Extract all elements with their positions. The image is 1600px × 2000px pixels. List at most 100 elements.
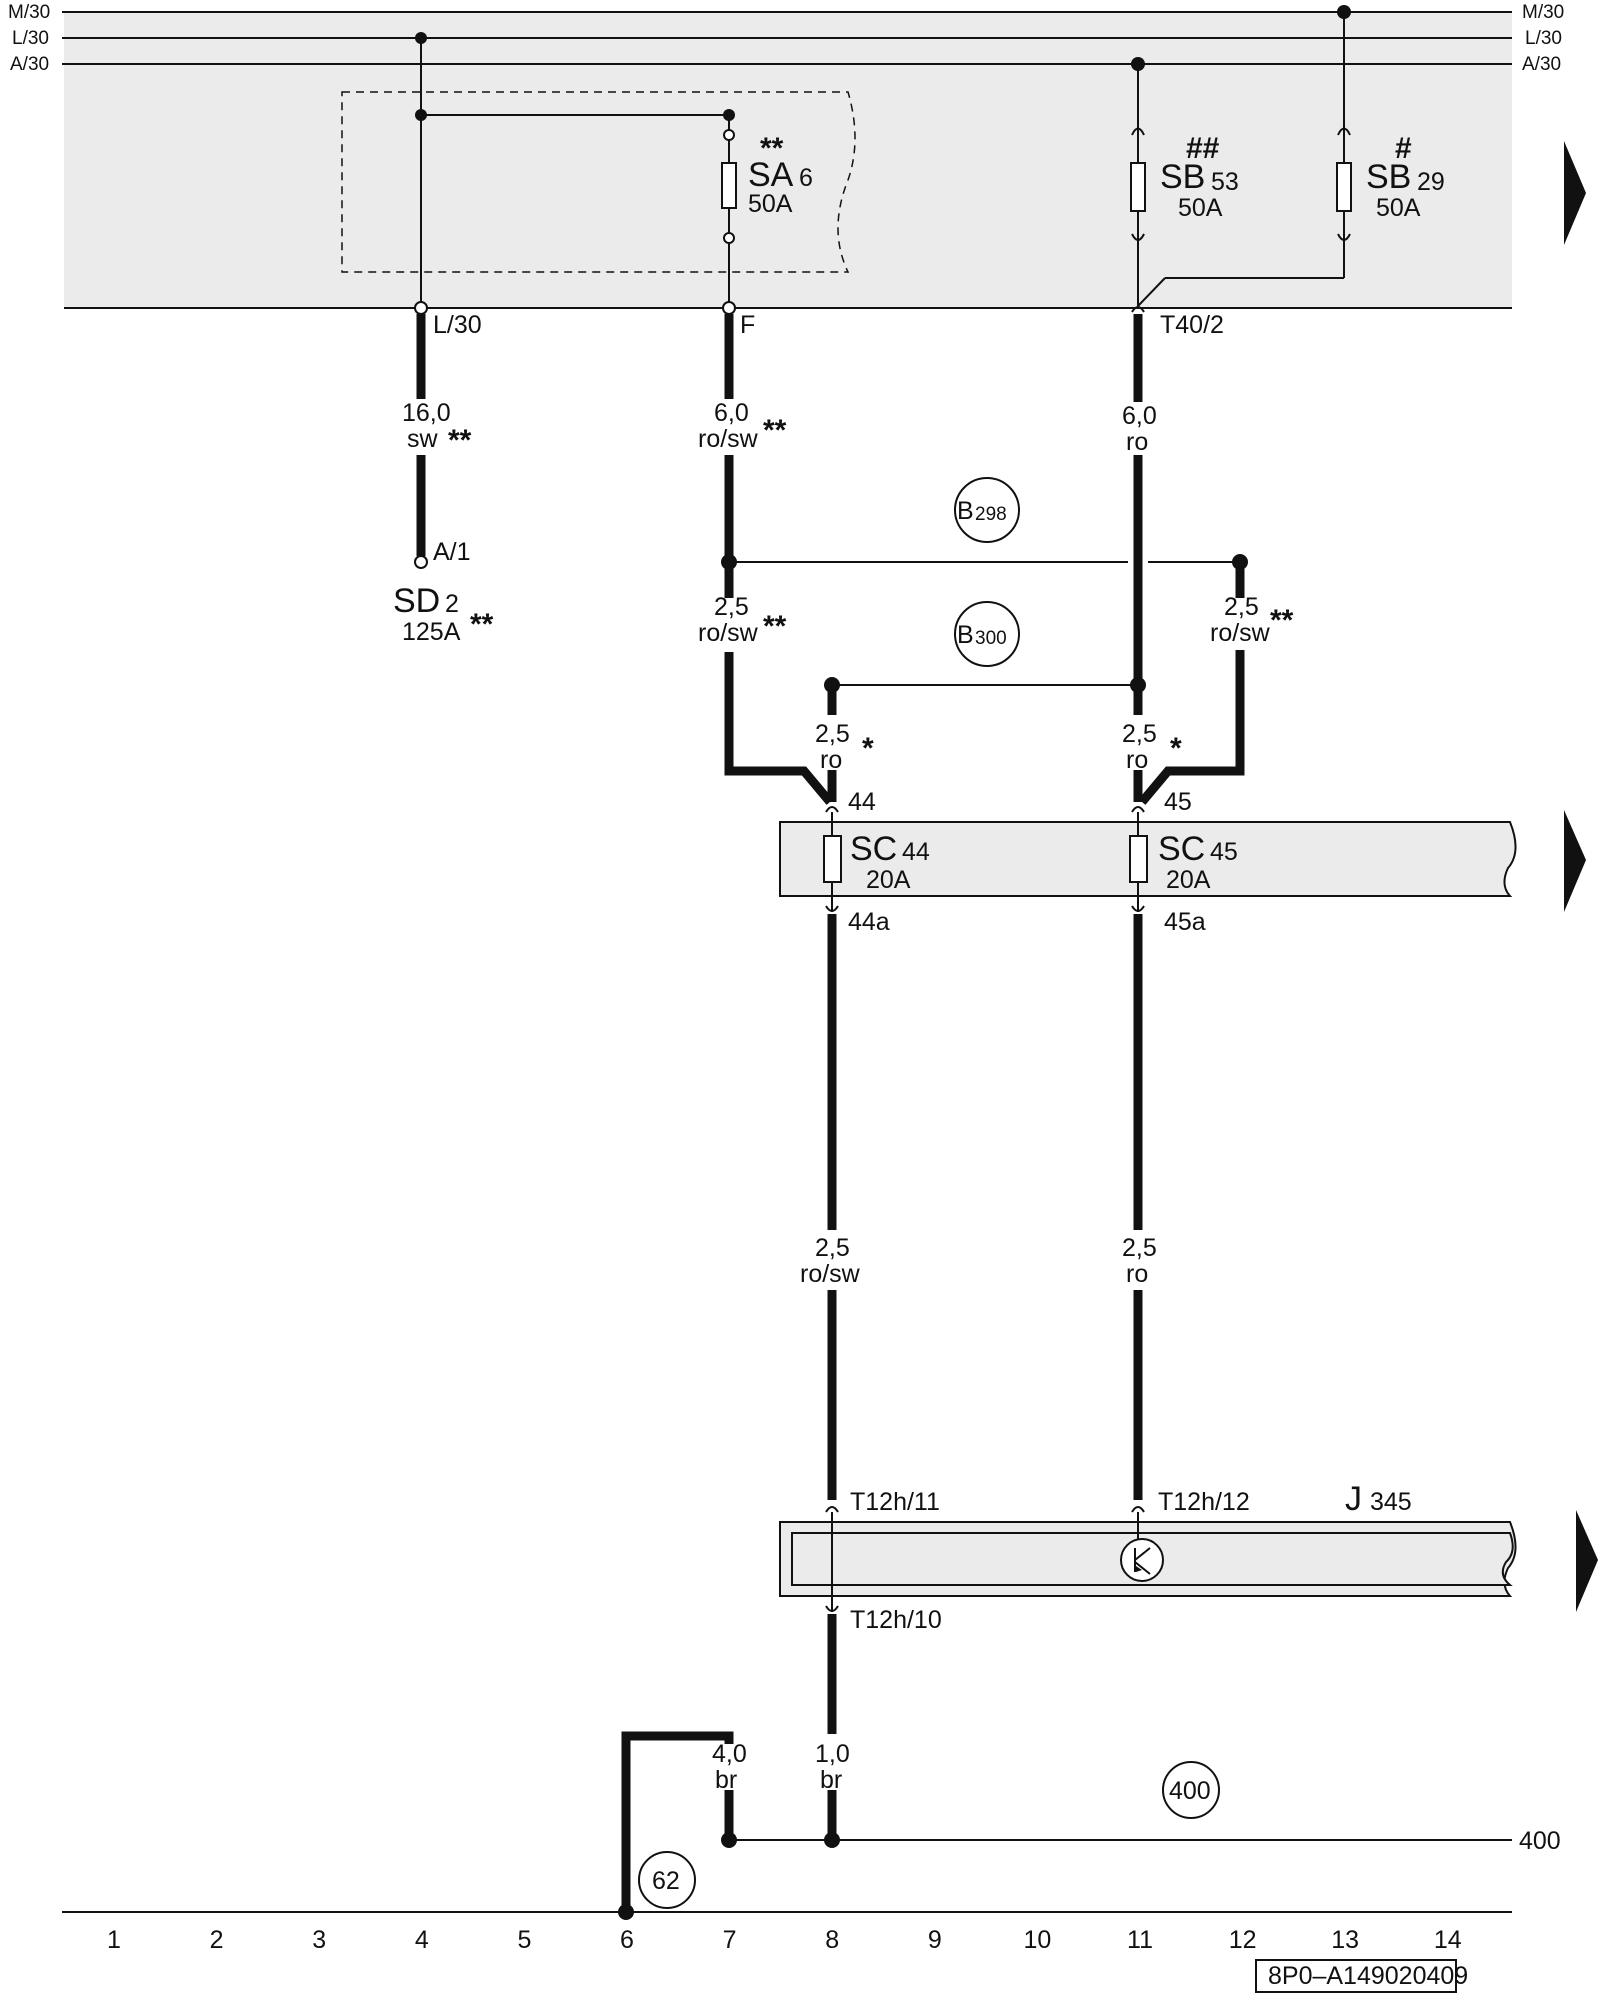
svg-text:2: 2 bbox=[445, 590, 459, 618]
doc-id-box bbox=[1255, 1959, 1457, 1993]
grid-number: 9 bbox=[928, 1926, 942, 1954]
grid-number: 1 bbox=[107, 1926, 121, 1954]
connection-b298: B 298 bbox=[954, 477, 1020, 543]
svg-text:B: B bbox=[957, 621, 974, 649]
pin-a1: A/1 bbox=[433, 538, 471, 566]
grid-number: 4 bbox=[415, 1926, 429, 1954]
svg-text:*: * bbox=[1170, 732, 1182, 765]
svg-text:SC: SC bbox=[850, 830, 897, 868]
junction-l30 bbox=[415, 32, 427, 44]
rail-label-l30-left: L/30 bbox=[12, 28, 49, 49]
sa-fuse-box-outline bbox=[341, 91, 856, 273]
transistor-icon bbox=[1120, 1538, 1164, 1582]
grid-number: 2 bbox=[210, 1926, 224, 1954]
grid-number: 11 bbox=[1127, 1926, 1153, 1954]
grid-number: 13 bbox=[1331, 1926, 1359, 1954]
svg-text:**: ** bbox=[448, 424, 472, 457]
pin-t12h-11: T12h/11 bbox=[850, 1488, 940, 1516]
fuse-sc44: SC 44 20A bbox=[823, 830, 930, 894]
fuse-sc45: SC 45 20A bbox=[1129, 830, 1238, 894]
grid-number: 5 bbox=[517, 1926, 531, 1954]
svg-text:44: 44 bbox=[902, 838, 930, 866]
connection-62: 62 bbox=[638, 1851, 696, 1909]
doc-id: 8P0–A149020409 bbox=[1268, 1962, 1468, 1990]
pin-45a: 45a bbox=[1164, 908, 1206, 936]
page-marker-bottom bbox=[1576, 1510, 1598, 1612]
component-j345: J 345 bbox=[779, 1480, 1517, 1612]
pin-t12h-12: T12h/12 bbox=[1158, 1488, 1250, 1516]
pin-44a: 44a bbox=[848, 908, 890, 936]
pin-t12h-10: T12h/10 bbox=[850, 1606, 942, 1634]
svg-text:50A: 50A bbox=[748, 190, 793, 218]
svg-text:**: ** bbox=[760, 132, 784, 165]
svg-text:6: 6 bbox=[799, 164, 813, 192]
svg-text:SD: SD bbox=[393, 582, 440, 620]
svg-text:400: 400 bbox=[1169, 1777, 1211, 1805]
connection-400: 400 bbox=[1162, 1761, 1220, 1819]
svg-text:45: 45 bbox=[1210, 838, 1238, 866]
svg-text:62: 62 bbox=[652, 1867, 680, 1895]
svg-text:6,0: 6,0 bbox=[714, 399, 749, 427]
pin-44: 44 bbox=[848, 788, 876, 816]
fuse-sb53: ## SB 53 50A bbox=[1130, 127, 1239, 241]
svg-text:125A: 125A bbox=[402, 618, 461, 646]
svg-text:ro/sw: ro/sw bbox=[800, 1260, 861, 1288]
grid-number: 6 bbox=[620, 1926, 634, 1954]
svg-text:20A: 20A bbox=[1166, 866, 1211, 894]
svg-text:**: ** bbox=[763, 610, 787, 643]
power-rails: M/30 L/30 A/30 M/30 L/30 A/30 bbox=[8, 2, 1564, 75]
svg-text:1,0: 1,0 bbox=[815, 1740, 850, 1768]
svg-text:16,0: 16,0 bbox=[402, 399, 451, 427]
svg-text:29: 29 bbox=[1417, 168, 1445, 196]
svg-text:##: ## bbox=[1186, 132, 1220, 165]
ref-400: 400 bbox=[1519, 1827, 1561, 1855]
svg-text:SB: SB bbox=[1366, 158, 1411, 196]
pin-l30: L/30 bbox=[433, 311, 482, 339]
page-marker-mid bbox=[1564, 810, 1586, 912]
grid-number: 8 bbox=[825, 1926, 839, 1954]
fuse-sd2: SD 2 125A ** bbox=[393, 582, 494, 646]
rail-label-m30-left: M/30 bbox=[8, 2, 50, 23]
grid-number: 7 bbox=[723, 1926, 737, 1954]
fuse-sa6: ** SA 6 50A bbox=[721, 115, 813, 306]
grid-number: 12 bbox=[1229, 1926, 1257, 1954]
svg-text:4,0: 4,0 bbox=[712, 1740, 747, 1768]
grid-number: 3 bbox=[312, 1926, 326, 1954]
svg-text:2,5: 2,5 bbox=[1122, 1234, 1157, 1262]
svg-text:SB: SB bbox=[1160, 158, 1205, 196]
svg-text:300: 300 bbox=[975, 628, 1007, 649]
svg-text:**: ** bbox=[1270, 604, 1294, 637]
svg-text:298: 298 bbox=[975, 504, 1007, 525]
connection-b300: B 300 bbox=[954, 601, 1020, 667]
svg-text:SA: SA bbox=[748, 156, 794, 194]
svg-text:SC: SC bbox=[1158, 830, 1205, 868]
grid-number: 10 bbox=[1023, 1926, 1051, 1954]
svg-text:53: 53 bbox=[1211, 168, 1239, 196]
rail-label-l30-right: L/30 bbox=[1525, 28, 1562, 49]
svg-text:br: br bbox=[820, 1766, 842, 1794]
svg-text:B: B bbox=[957, 497, 974, 525]
svg-text:20A: 20A bbox=[866, 866, 911, 894]
svg-text:ro/sw: ro/sw bbox=[698, 425, 759, 453]
svg-text:2,5: 2,5 bbox=[815, 720, 850, 748]
svg-text:sw: sw bbox=[407, 425, 439, 453]
pin-45: 45 bbox=[1164, 788, 1192, 816]
pin-t40-2: T40/2 bbox=[1160, 311, 1224, 339]
svg-text:ro/sw: ro/sw bbox=[1210, 619, 1271, 647]
svg-text:**: ** bbox=[763, 414, 787, 447]
rail-label-a30-left: A/30 bbox=[10, 54, 49, 75]
grid-number: 14 bbox=[1434, 1926, 1462, 1954]
svg-text:ro: ro bbox=[1126, 428, 1148, 456]
svg-text:ro: ro bbox=[1126, 746, 1148, 774]
rail-label-a30-right: A/30 bbox=[1522, 54, 1561, 75]
fuse-panel-top bbox=[64, 12, 1512, 308]
svg-text:345: 345 bbox=[1370, 1488, 1412, 1516]
svg-text:ro/sw: ro/sw bbox=[698, 619, 759, 647]
svg-text:**: ** bbox=[470, 608, 494, 641]
pin-f: F bbox=[740, 311, 755, 339]
svg-text:2,5: 2,5 bbox=[1122, 720, 1157, 748]
svg-text:50A: 50A bbox=[1376, 194, 1421, 222]
svg-text:2,5: 2,5 bbox=[714, 593, 749, 621]
svg-text:J: J bbox=[1345, 1480, 1362, 1518]
